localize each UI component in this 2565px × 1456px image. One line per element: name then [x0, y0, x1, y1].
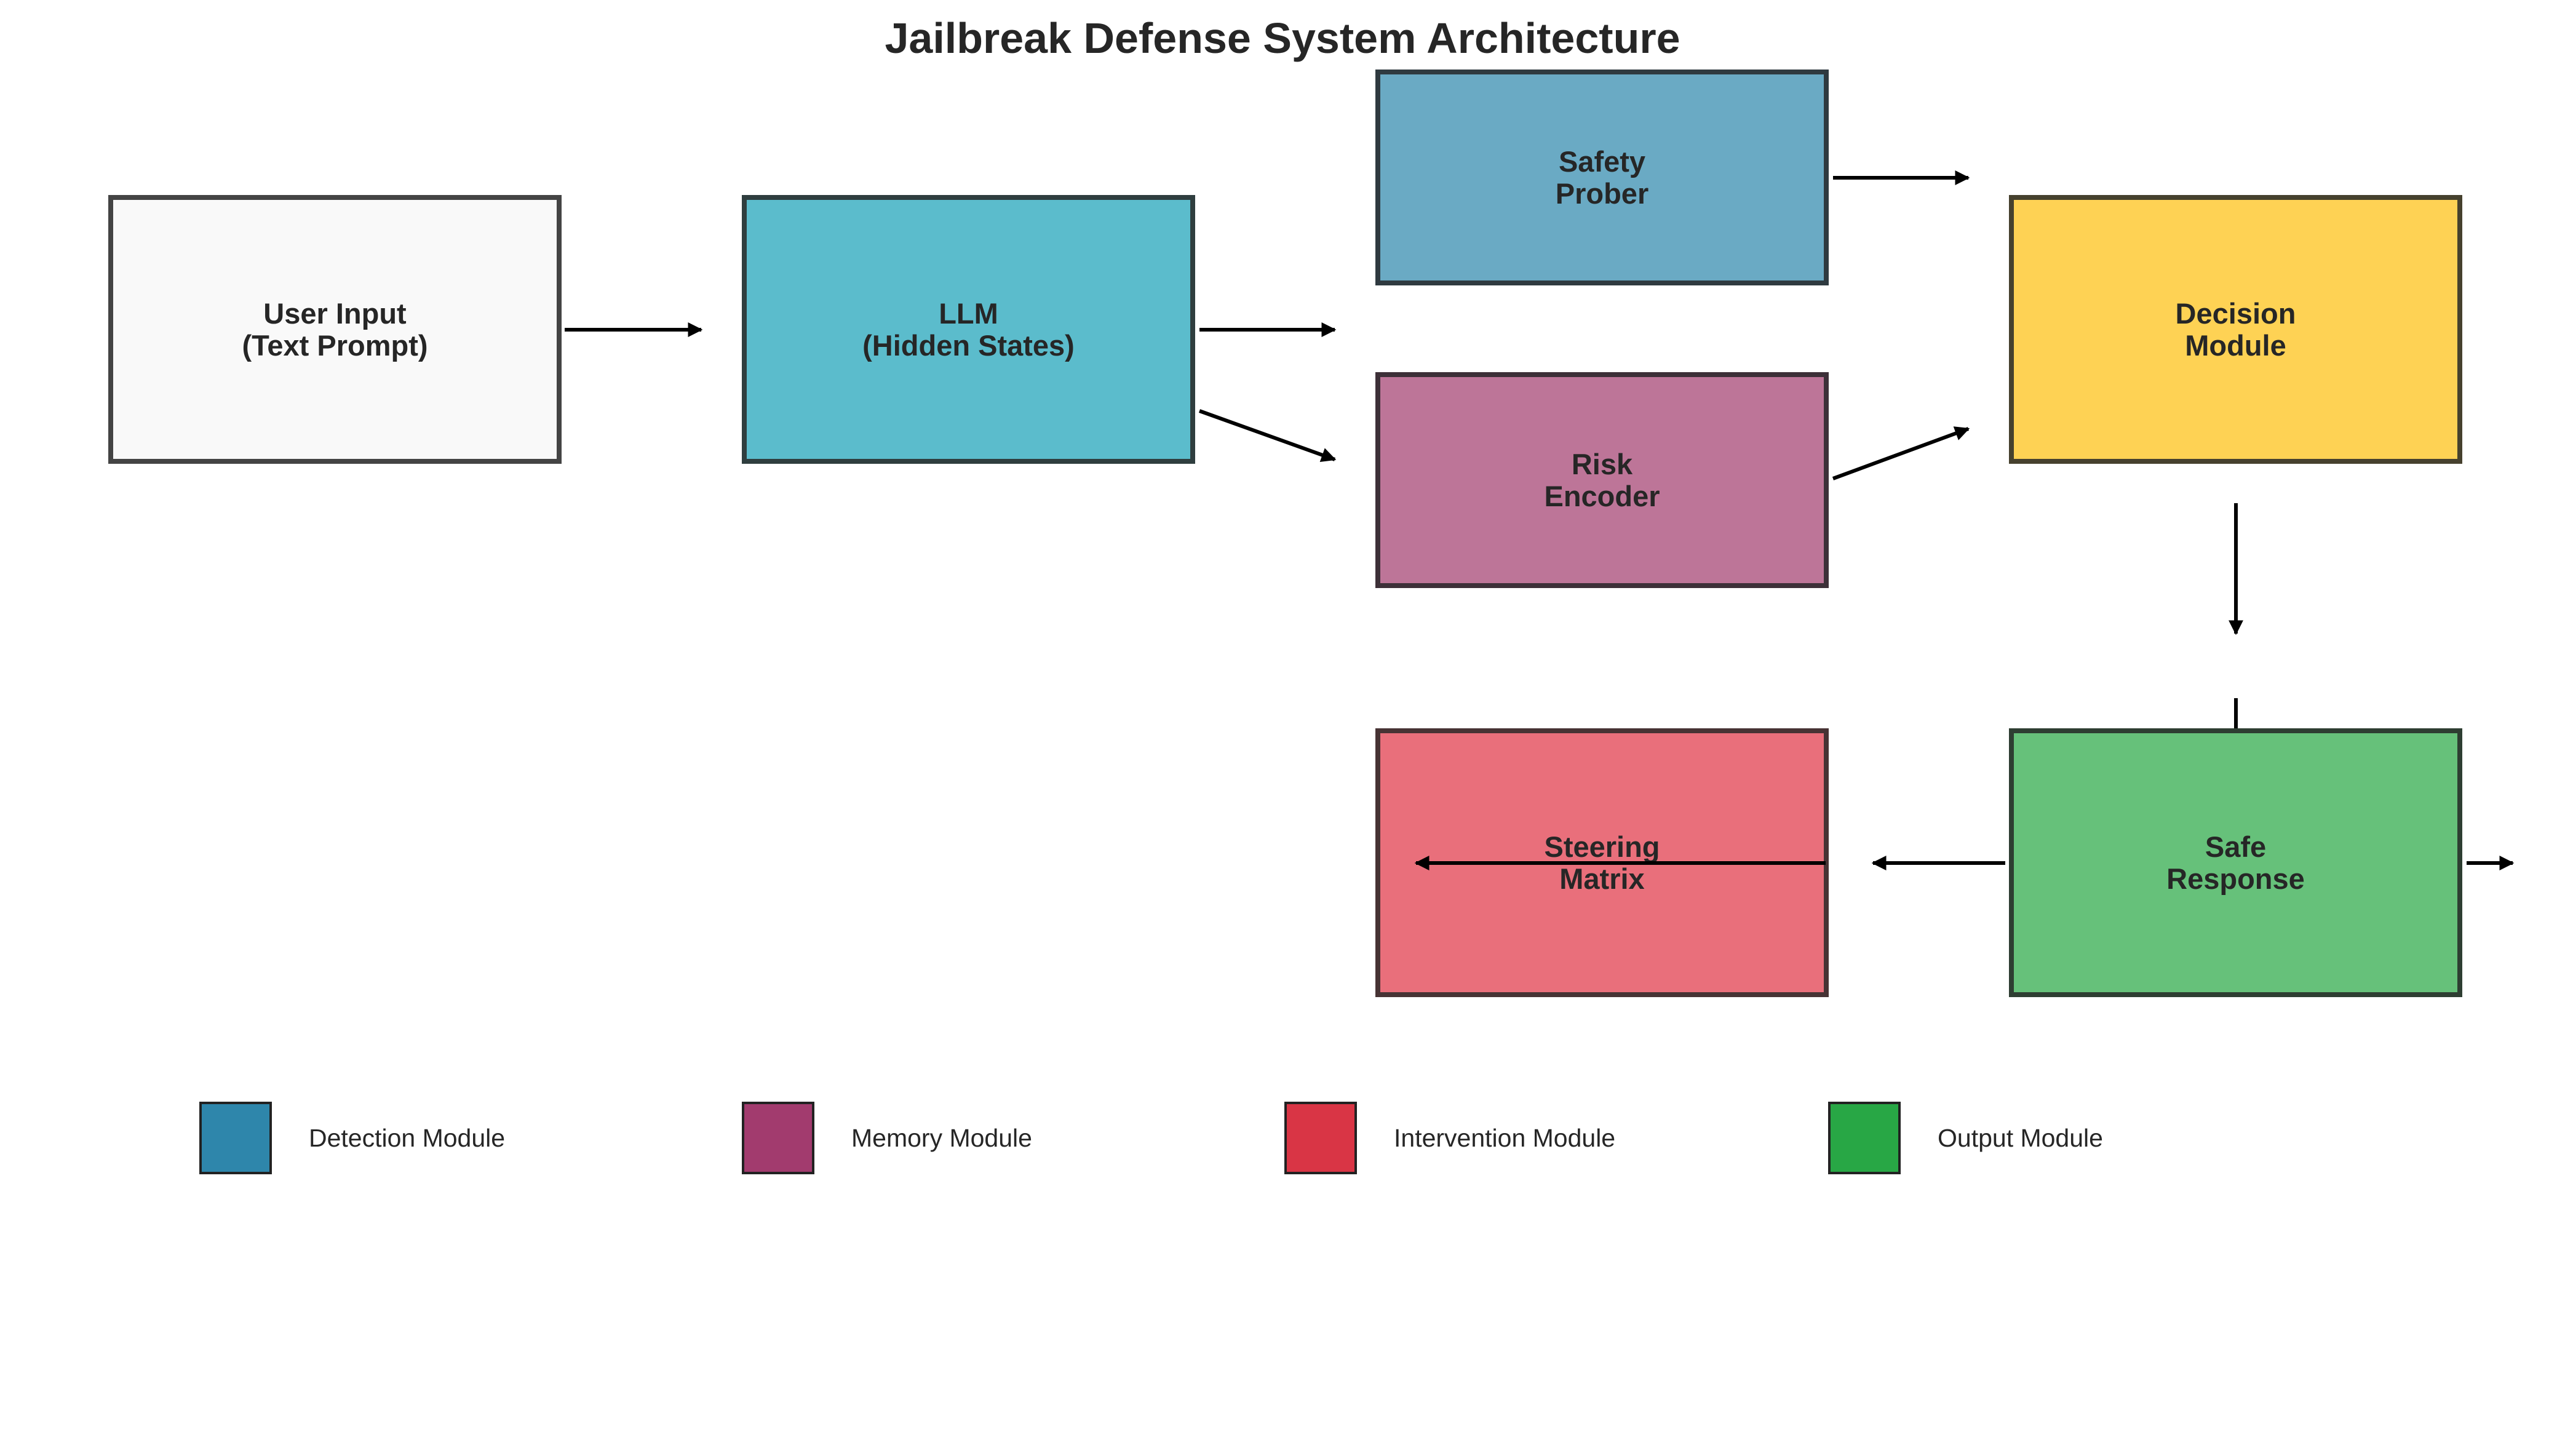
legend-swatch-output — [1828, 1102, 1901, 1174]
node-risk-encoder: Risk Encoder — [1375, 372, 1829, 588]
node-decision-module: Decision Module — [2009, 195, 2462, 464]
node-safe-response-label: Safe Response — [2166, 830, 2305, 895]
node-risk-encoder-label: Risk Encoder — [1544, 447, 1660, 512]
node-llm: LLM (Hidden States) — [742, 195, 1195, 464]
node-safety-prober: Safety Prober — [1375, 70, 1829, 285]
node-user-input: User Input (Text Prompt) — [108, 195, 562, 464]
legend-swatch-memory — [742, 1102, 814, 1174]
legend-item-output: Output Module — [1828, 1102, 2103, 1174]
legend-label-memory: Memory Module — [851, 1123, 1032, 1152]
legend-label-intervention: Intervention Module — [1394, 1123, 1616, 1152]
legend-label-detection: Detection Module — [309, 1123, 506, 1152]
node-safety-prober-label: Safety Prober — [1555, 145, 1649, 210]
legend-item-intervention: Intervention Module — [1284, 1102, 1615, 1174]
legend-swatch-detection — [199, 1102, 272, 1174]
legend-label-output: Output Module — [1938, 1123, 2103, 1152]
node-user-input-label: User Input (Text Prompt) — [242, 296, 428, 362]
arrow-llm-to-encoder — [1198, 409, 1337, 462]
diagram-title: Jailbreak Defense System Architecture — [885, 14, 1680, 62]
node-llm-label: LLM (Hidden States) — [862, 296, 1075, 362]
legend-swatch-intervention — [1284, 1102, 1357, 1174]
legend-item-detection: Detection Module — [199, 1102, 505, 1174]
node-safe-response: Safe Response — [2009, 728, 2462, 997]
node-steering-matrix-label: Steering Matrix — [1544, 830, 1660, 895]
legend-item-memory: Memory Module — [742, 1102, 1032, 1174]
arrow-encoder-to-decision — [1832, 426, 1970, 480]
node-decision-module-label: Decision Module — [2175, 296, 2296, 362]
node-steering-matrix: Steering Matrix — [1375, 728, 1829, 997]
